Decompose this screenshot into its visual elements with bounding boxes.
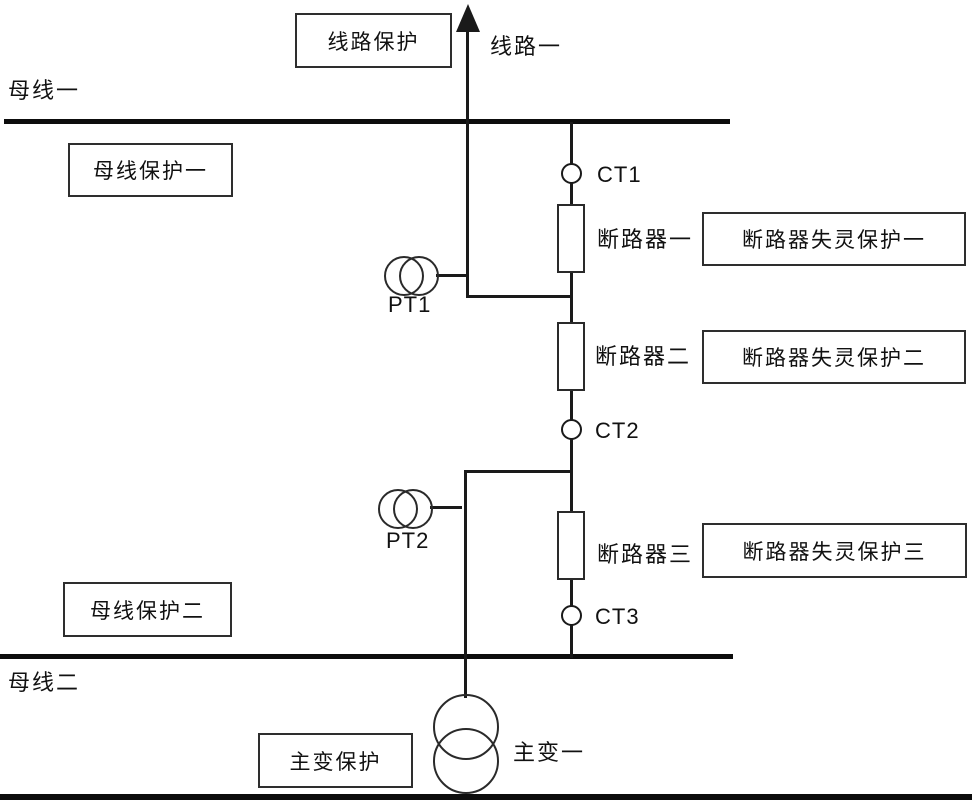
transformer-symbol-bottom-circle xyxy=(433,728,499,794)
main-transformer1-label: 主变一 xyxy=(513,740,586,765)
line1-vertical xyxy=(466,28,469,298)
line1-arrow-icon xyxy=(456,4,480,32)
ct3-symbol xyxy=(561,605,582,626)
bus2-label: 母线二 xyxy=(8,670,81,695)
pt1-symbol-right-circle xyxy=(399,256,439,296)
transformer-branch-vertical xyxy=(464,470,467,698)
line-protection-label: 线路保护 xyxy=(327,30,420,54)
bus2-line xyxy=(0,654,733,659)
ct1-symbol xyxy=(561,163,582,184)
tie2-horizontal xyxy=(464,470,572,473)
bus-protection-1-label: 母线保护一 xyxy=(93,160,208,183)
figure-bottom-border xyxy=(0,794,972,800)
breaker3-label: 断路器三 xyxy=(597,542,694,567)
bus-protection-1-box: 母线保护一 xyxy=(68,143,233,197)
pt1-lead xyxy=(436,274,468,277)
pt1-label: PT1 xyxy=(388,292,432,317)
breaker-failure-protection-2-box: 断路器失灵保护二 xyxy=(702,330,966,384)
line1-label: 线路一 xyxy=(490,34,563,59)
breaker-failure-protection-2-label: 断路器失灵保护二 xyxy=(742,347,926,370)
pt2-label: PT2 xyxy=(386,528,430,553)
pt2-symbol-right-circle xyxy=(393,489,433,529)
breaker1-label: 断路器一 xyxy=(597,227,694,252)
breaker2-label: 断路器二 xyxy=(595,344,692,369)
main-transformer-protection-box: 主变保护 xyxy=(258,733,413,788)
breaker-failure-protection-1-box: 断路器失灵保护一 xyxy=(702,212,966,266)
breaker2-symbol xyxy=(557,322,585,391)
breaker-failure-protection-3-box: 断路器失灵保护三 xyxy=(702,523,967,578)
ct3-label: CT3 xyxy=(595,604,640,629)
ct1-label: CT1 xyxy=(597,162,642,187)
ct2-symbol xyxy=(561,419,582,440)
pt2-lead xyxy=(430,506,462,509)
breaker-failure-protection-3-label: 断路器失灵保护三 xyxy=(742,540,927,564)
bus-protection-2-label: 母线保护二 xyxy=(90,599,205,623)
breaker1-symbol xyxy=(557,204,585,273)
bus1-line xyxy=(4,119,730,124)
tie1-horizontal xyxy=(466,295,572,298)
bus-protection-2-box: 母线保护二 xyxy=(63,582,232,637)
main-transformer-protection-label: 主变保护 xyxy=(289,750,382,774)
breaker-failure-protection-1-label: 断路器失灵保护一 xyxy=(742,229,926,252)
breaker3-symbol xyxy=(557,511,585,580)
line-protection-box: 线路保护 xyxy=(295,13,452,68)
ct2-label: CT2 xyxy=(595,418,640,443)
bus1-label: 母线一 xyxy=(8,78,81,103)
